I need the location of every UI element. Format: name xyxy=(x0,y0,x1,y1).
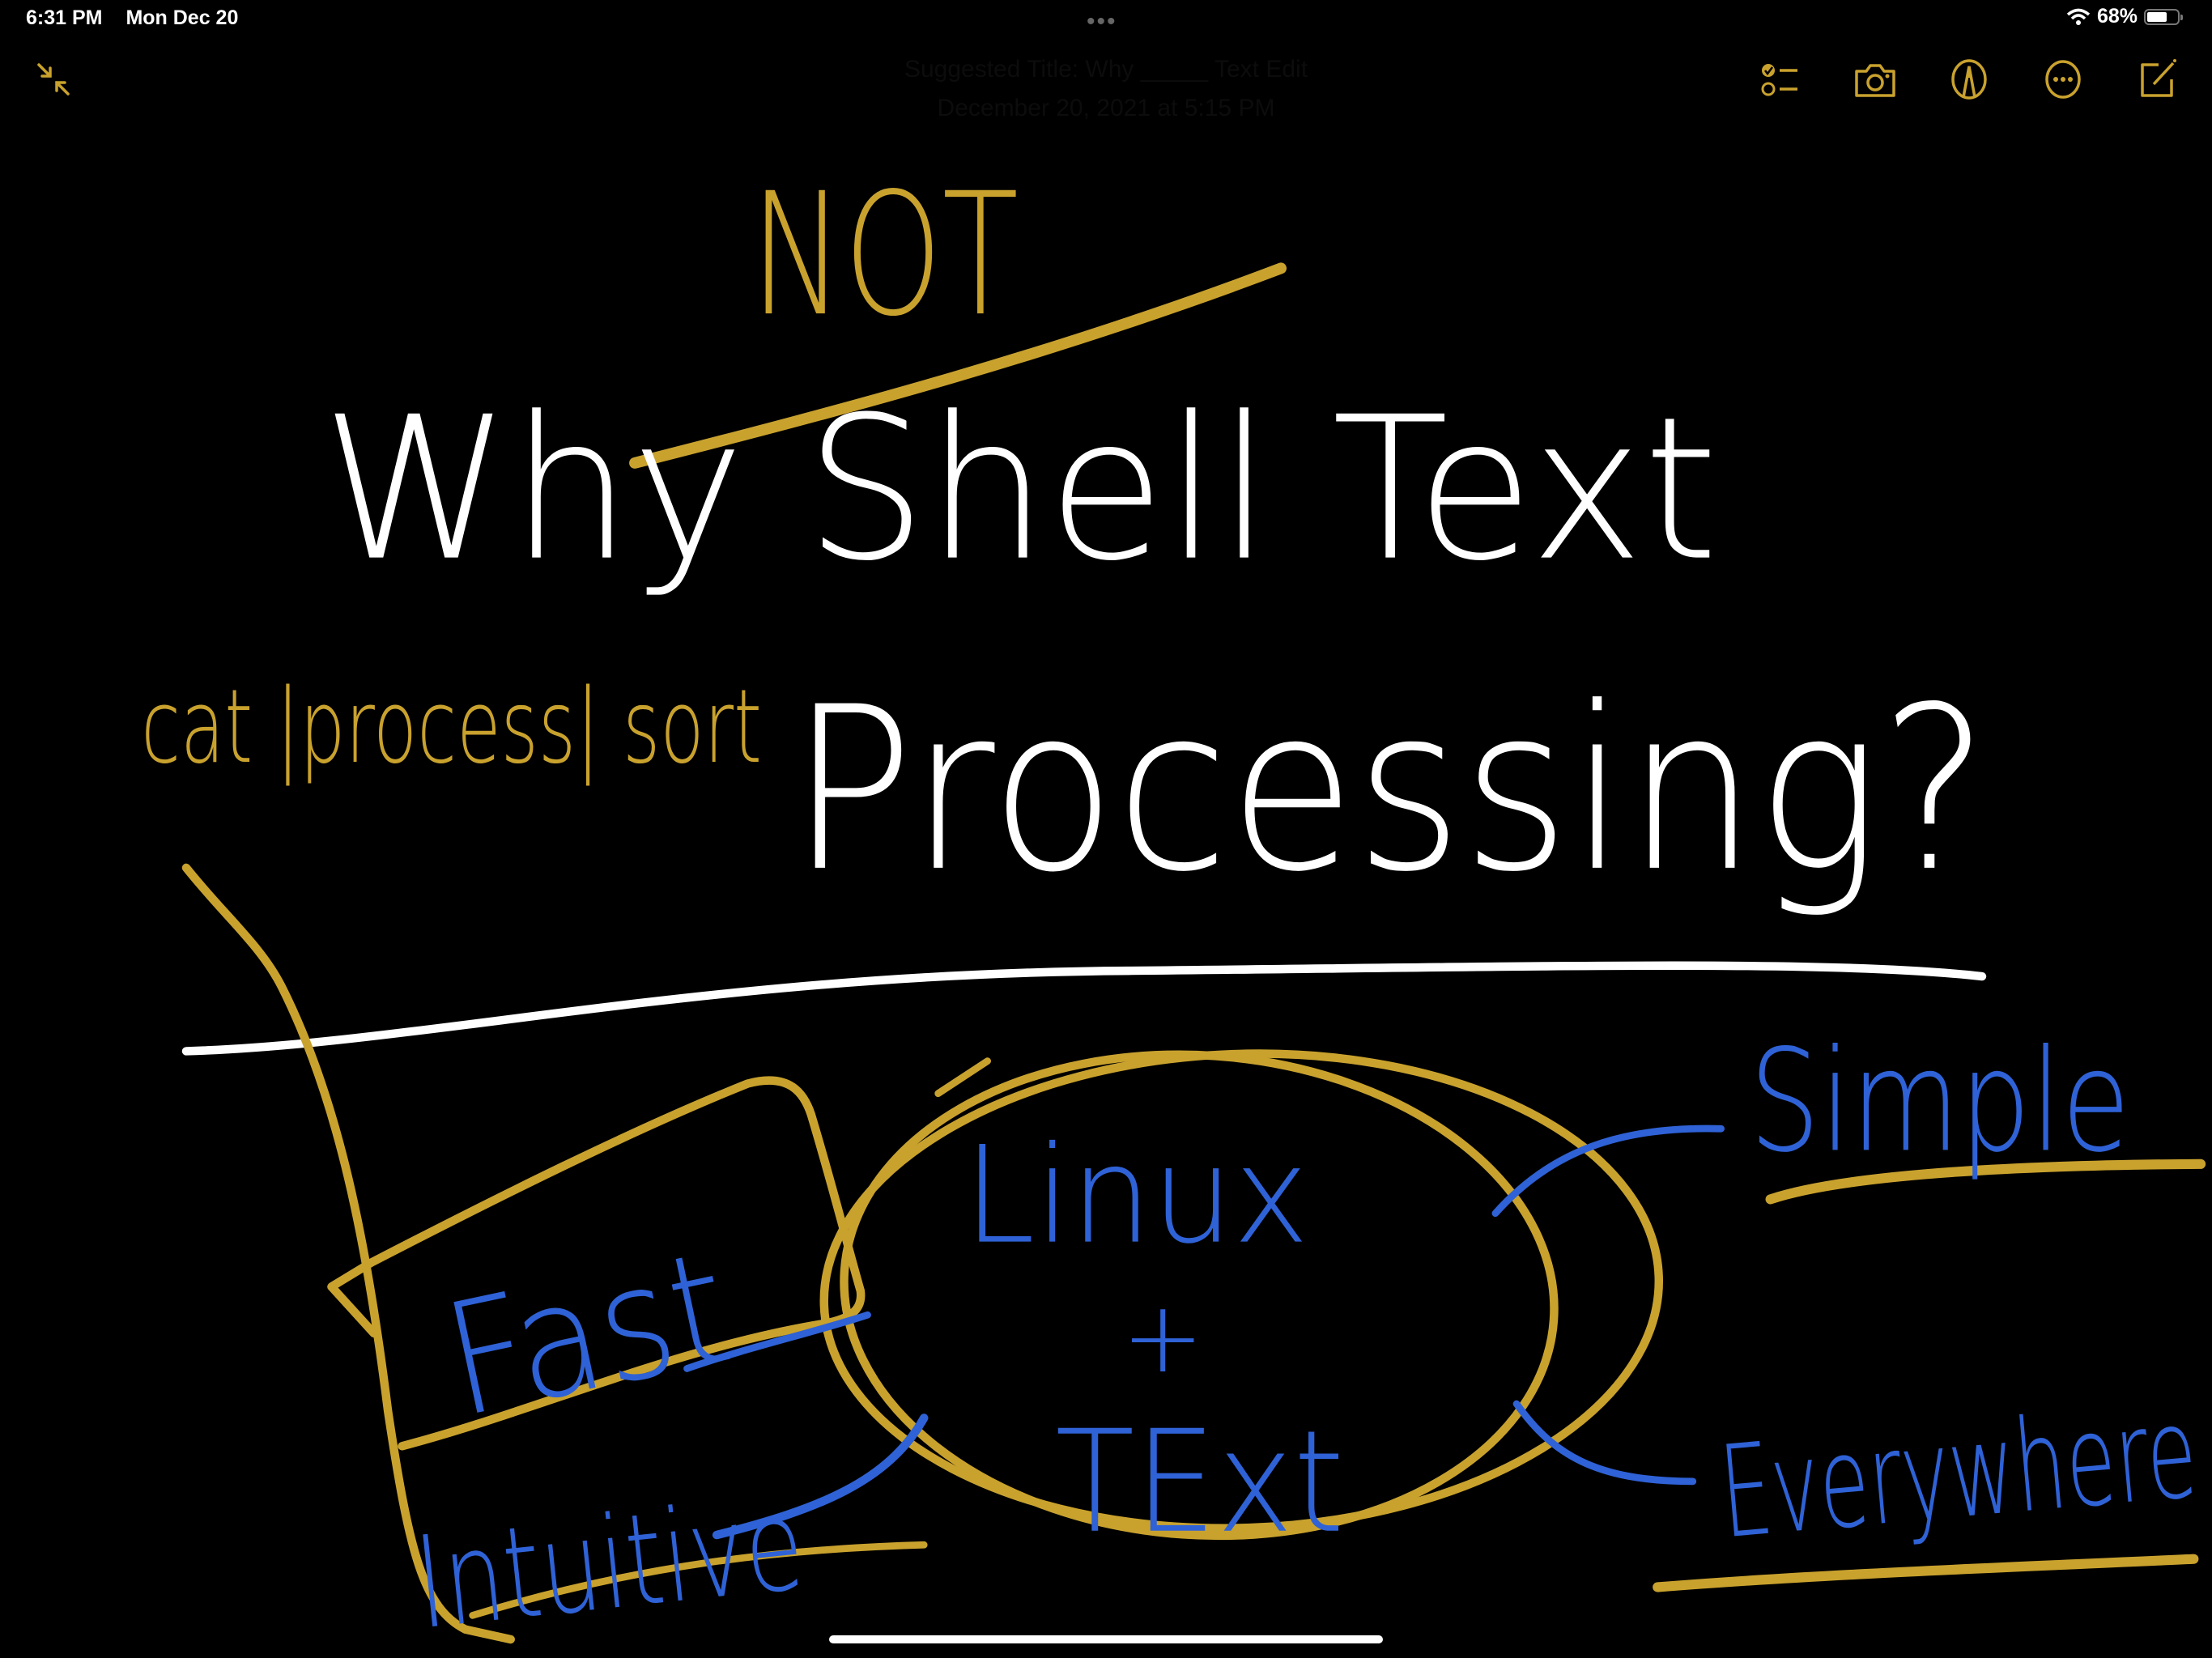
multitasking-dots[interactable]: ••• xyxy=(1087,8,1117,35)
left-bracket-curve xyxy=(181,863,515,1644)
fast-underline xyxy=(683,1311,871,1372)
status-bar-right: 68% xyxy=(2066,5,2183,28)
camera-icon[interactable] xyxy=(1853,57,1898,102)
linux-ellipse-tail xyxy=(934,1057,991,1098)
suggested-title[interactable]: Suggested Title: Why _____ Text Edit xyxy=(904,56,1308,83)
checklist-icon[interactable] xyxy=(1759,57,1804,102)
markup-pen-icon[interactable] xyxy=(1946,57,1992,102)
simple-underline xyxy=(1765,1158,2206,1205)
compose-icon[interactable] xyxy=(2134,57,2180,102)
pipeline-text: cat |process| sort xyxy=(141,668,762,786)
simple-connector xyxy=(1491,1124,1725,1218)
intuitive-underline xyxy=(712,1414,929,1540)
white-underline xyxy=(181,961,1987,1056)
simple-word: Simple xyxy=(1750,1019,2130,1184)
battery-percent: 68% xyxy=(2096,5,2138,28)
text-word: TExt xyxy=(1055,1401,1344,1565)
title-line1: Why Shell Text xyxy=(321,375,1718,605)
collapse-icon[interactable] xyxy=(36,62,71,97)
battery-icon xyxy=(2144,8,2183,25)
linux-word: Linux xyxy=(963,1118,1309,1274)
more-icon[interactable] xyxy=(2040,57,2086,102)
plus-sign: + xyxy=(1121,1280,1204,1395)
fast-word: Fast xyxy=(431,1218,744,1453)
toolbar xyxy=(1759,57,2180,102)
everywhere-word: Everywhere xyxy=(1714,1378,2202,1567)
title-line2: Processing? xyxy=(790,658,1989,921)
wifi-icon xyxy=(2066,8,2091,25)
fast-box xyxy=(327,1076,866,1451)
status-bar-left: 6:31 PM Mon Dec 20 xyxy=(26,6,256,30)
linux-ellipse-inner xyxy=(840,1050,1559,1541)
everywhere-underline xyxy=(1653,1554,2199,1592)
intuitive-underline-gold xyxy=(469,1541,928,1619)
everywhere-connector xyxy=(1512,1400,1697,1486)
status-time: 6:31 PM xyxy=(26,6,103,29)
not-word: NOT xyxy=(751,157,1019,354)
home-indicator[interactable] xyxy=(829,1635,1383,1643)
intuitive-word: Intuitive xyxy=(409,1469,810,1657)
status-date: Mon Dec 20 xyxy=(125,6,239,29)
note-timestamp: December 20, 2021 at 5:15 PM xyxy=(937,95,1275,121)
note-header: Suggested Title: Why _____ Text Edit Dec… xyxy=(0,50,2212,128)
not-strikethrough xyxy=(629,262,1287,469)
